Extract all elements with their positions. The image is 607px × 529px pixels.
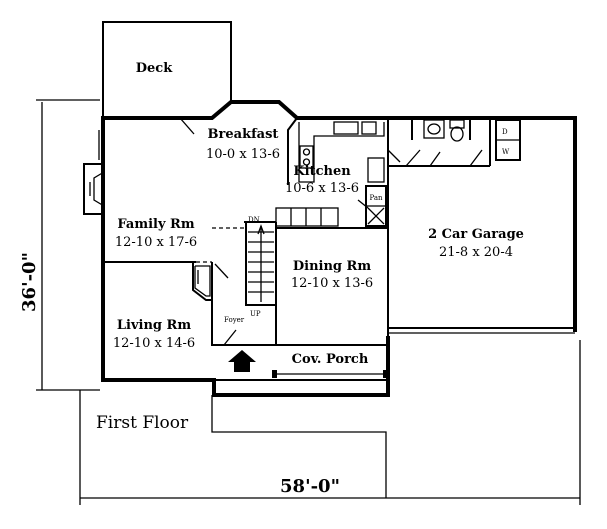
garage-size: 21-8 x 20-4 <box>439 245 513 260</box>
dining-size: 12-10 x 13-6 <box>291 276 373 291</box>
fireplace <box>83 163 105 215</box>
stairs-down-label: DN <box>248 216 260 224</box>
depth-dimension: 36'-0" <box>19 252 40 312</box>
kitchen-counters <box>275 121 385 227</box>
pantry-label: Pan <box>369 194 383 202</box>
porch-label: Cov. Porch <box>292 352 369 367</box>
garage-label: 2 Car Garage <box>428 227 524 242</box>
floor-label: First Floor <box>96 413 189 433</box>
breakfast-label: Breakfast <box>208 127 279 142</box>
openings <box>196 227 356 345</box>
width-dimension-line <box>79 340 581 505</box>
stairs <box>248 224 274 302</box>
deck-label: Deck <box>136 61 173 76</box>
bath-fixtures <box>423 119 465 142</box>
living-label: Living Rm <box>117 318 191 333</box>
family-size: 12-10 x 17-6 <box>115 235 197 250</box>
depth-dimension-line <box>36 99 100 391</box>
windows <box>98 117 576 381</box>
dryer-label: D <box>502 128 508 136</box>
foyer-label: Foyer <box>224 316 245 324</box>
washer-label: W <box>502 148 510 156</box>
width-dimension: 58'-0" <box>280 476 340 497</box>
family-label: Family Rm <box>117 217 194 232</box>
kitchen-size: 10-6 x 13-6 <box>285 181 359 196</box>
living-builtin <box>194 265 211 297</box>
living-size: 12-10 x 14-6 <box>113 336 195 351</box>
dining-label: Dining Rm <box>293 259 371 274</box>
door-swings <box>179 117 483 346</box>
garage-door <box>388 327 575 334</box>
stairs-up-label: UP <box>250 310 261 318</box>
porch <box>214 370 388 381</box>
breakfast-size: 10-0 x 13-6 <box>206 147 280 162</box>
kitchen-label: Kitchen <box>293 164 351 179</box>
entry-arrow-icon <box>228 350 256 372</box>
